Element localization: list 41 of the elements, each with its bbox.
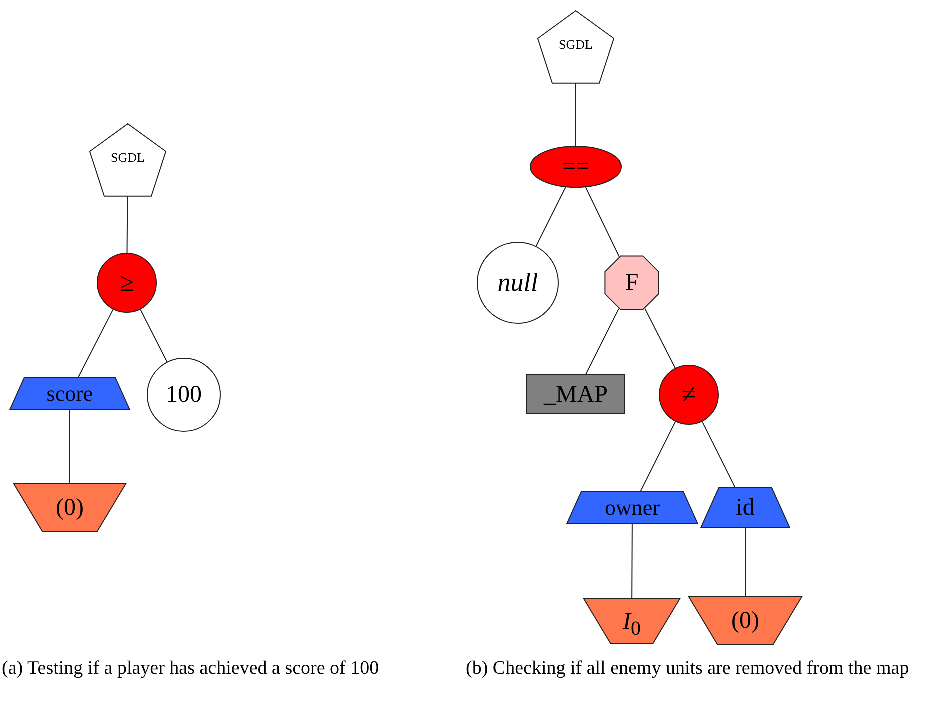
node-label: (0) [55, 496, 85, 520]
object-trapezoid [689, 597, 802, 645]
node-label: I$_{0}$ [622, 610, 642, 640]
connector-line [640, 421, 676, 492]
node-label: ≠ [680, 382, 698, 408]
constant-circle [147, 358, 221, 432]
node-label: (0) [730, 609, 760, 633]
function-octagon [603, 254, 661, 312]
connector-line [140, 309, 168, 363]
attribute-trapezoid [10, 378, 130, 410]
node-label: _MAP [542, 382, 610, 406]
operator-ellipse [530, 146, 622, 188]
connector-line [745, 528, 746, 598]
node-label: SGDL [558, 38, 594, 52]
caption: (a) Testing if a player has achieved a score of 100 [2, 657, 380, 681]
operator-circle [659, 365, 719, 425]
connector-line [632, 524, 633, 600]
connector-line [585, 187, 620, 258]
node-label: id [735, 496, 756, 520]
object-trapezoid [14, 484, 126, 532]
constant-circle [477, 242, 559, 324]
attribute-trapezoid [701, 488, 790, 528]
object-trapezoid [584, 599, 680, 644]
node-label: SGDL [110, 151, 146, 164]
connector-line [78, 309, 114, 378]
connector-line [585, 308, 620, 376]
connector-line [644, 308, 676, 369]
node-label: == [561, 155, 591, 179]
connector-line [126, 196, 128, 254]
node-label: null [496, 270, 540, 296]
node-label: ≥ [118, 270, 136, 296]
connector-line [702, 421, 736, 488]
attribute-trapezoid [567, 492, 698, 524]
map-rectangle [527, 375, 625, 414]
node-label: score [46, 383, 94, 405]
node-label: F [624, 271, 640, 295]
node-label: 100 [165, 383, 203, 407]
node-label: owner [604, 497, 661, 519]
connector-line [536, 186, 566, 247]
operator-circle [97, 253, 157, 313]
caption: (b) Checking if all enemy units are removed from the map [466, 657, 910, 681]
